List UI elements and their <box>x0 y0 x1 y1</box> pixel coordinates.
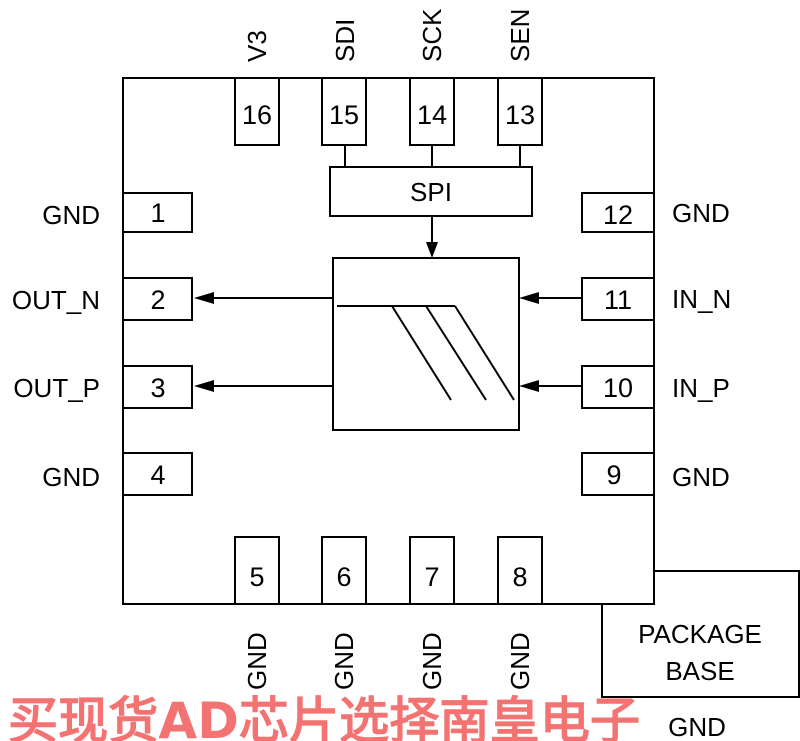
pin-label: GND <box>42 462 100 492</box>
arrow-down-icon <box>426 242 438 258</box>
package-base: PACKAGE BASE GND <box>601 570 800 741</box>
pin-number: 11 <box>604 285 632 315</box>
pin-label: OUT_P <box>13 373 100 403</box>
pin-label: GND <box>42 200 100 230</box>
right-pin-12: 12 GND <box>581 192 730 233</box>
pin-number: 2 <box>150 285 165 315</box>
pin-label: GND <box>672 462 730 492</box>
pin-number: 7 <box>424 562 439 592</box>
pin-number: 13 <box>505 100 535 130</box>
package-base-line1: PACKAGE <box>638 619 762 649</box>
pin-label: GND <box>417 632 447 690</box>
arrow-left-icon <box>519 292 539 304</box>
pin-number: 4 <box>150 460 165 490</box>
pin-number: 8 <box>512 562 527 592</box>
pin-number: 15 <box>329 100 359 130</box>
right-pin-11: 11 IN_N <box>581 277 731 321</box>
top-pin-14: 14 SCK <box>409 8 455 146</box>
output-arrows <box>194 292 333 392</box>
pin-label: IN_N <box>672 284 731 314</box>
left-pin-2: 2 OUT_N <box>12 277 193 321</box>
pin-label: GND <box>242 632 272 690</box>
pin-number: 9 <box>606 460 621 490</box>
pin-number: 1 <box>150 198 165 228</box>
top-pin-13: 13 SEN <box>497 9 543 146</box>
left-pin-1: 1 GND <box>42 192 193 233</box>
pin-label: GND <box>672 198 730 228</box>
arrow-left-icon <box>194 380 214 392</box>
input-arrows <box>519 292 582 392</box>
package-outline <box>122 77 655 605</box>
pin-label: SEN <box>505 9 535 62</box>
pin-label: OUT_N <box>12 285 100 315</box>
arrow-left-icon <box>194 292 214 304</box>
left-pin-3: 3 OUT_P <box>13 365 193 409</box>
pin-label: SDI <box>330 19 360 62</box>
spi-label: SPI <box>410 177 452 207</box>
pin-number: 14 <box>417 100 447 130</box>
right-pin-9: 9 GND <box>581 452 730 496</box>
package-base-gnd-label: GND <box>668 712 726 741</box>
pin-label: SCK <box>417 8 447 62</box>
package-base-line2: BASE <box>665 656 734 686</box>
pin-label: GND <box>505 632 535 690</box>
right-pin-10: 10 IN_P <box>581 365 730 409</box>
pin-number: 5 <box>249 562 264 592</box>
pin-number: 12 <box>603 200 633 230</box>
pin-label: GND <box>329 632 359 690</box>
arrow-left-icon <box>519 380 539 392</box>
pin-number: 3 <box>150 373 165 403</box>
spi-block: SPI <box>329 145 533 258</box>
top-pin-15: 15 SDI <box>321 19 367 146</box>
pin-number: 16 <box>242 100 272 130</box>
pin-number: 6 <box>336 562 351 592</box>
pin-label: IN_P <box>672 373 730 403</box>
left-pin-4: 4 GND <box>42 452 193 496</box>
pin-label: V3 <box>242 30 272 62</box>
watermark: 买现货AD芯片选择南皇电子 <box>8 692 640 741</box>
pin-number: 10 <box>603 373 633 403</box>
attenuator-block <box>332 257 520 431</box>
top-pin-16: 16 V3 <box>234 30 280 146</box>
